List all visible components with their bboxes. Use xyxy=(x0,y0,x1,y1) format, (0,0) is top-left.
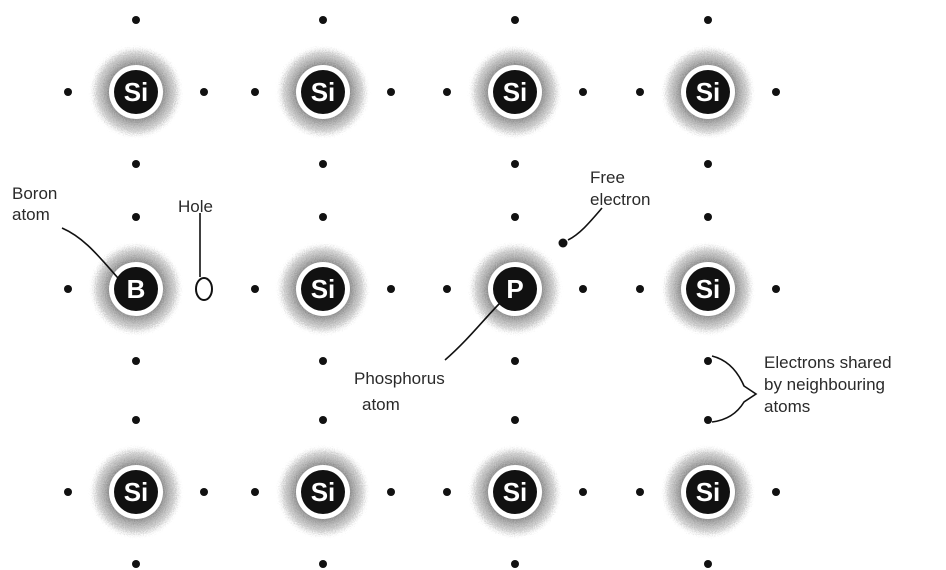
hole-marker xyxy=(195,277,213,301)
electron-r2c3-bottom xyxy=(704,560,712,568)
valence-electrons xyxy=(64,16,780,568)
silicon-atom-r2c1-core xyxy=(301,470,345,514)
boron-atom-label: Boron atom xyxy=(12,184,62,224)
free-electron-label: Free electron xyxy=(590,168,650,209)
boron-atom-r1c0-core xyxy=(114,267,158,311)
electron-r0c1-left xyxy=(251,88,259,96)
electron-r0c3-bottom xyxy=(704,160,712,168)
electron-r1c0-top xyxy=(132,213,140,221)
phosphorus-atom-label: Phosphorus atom xyxy=(354,369,449,414)
electron-r1c1-bottom xyxy=(319,357,327,365)
electron-r2c2-right xyxy=(579,488,587,496)
electron-r1c3-right xyxy=(772,285,780,293)
electron-r1c2-left xyxy=(443,285,451,293)
electron-r1c1-left xyxy=(251,285,259,293)
silicon-atom-r0c3-symbol: Si xyxy=(696,77,721,107)
electron-r0c2-bottom xyxy=(511,160,519,168)
electron-r1c3-left xyxy=(636,285,644,293)
electron-r0c3-left xyxy=(636,88,644,96)
electron-r2c0-bottom xyxy=(132,560,140,568)
electron-r2c3-top xyxy=(704,416,712,424)
electron-r2c2-top xyxy=(511,416,519,424)
electron-r2c0-left xyxy=(64,488,72,496)
phosphorus-pointer-line xyxy=(444,302,501,361)
silicon-atom-r2c2-core xyxy=(493,470,537,514)
electron-r2c2-bottom xyxy=(511,560,519,568)
electron-r1c2-top xyxy=(511,213,519,221)
electron-r1c3-bottom xyxy=(704,357,712,365)
electron-r2c0-top xyxy=(132,416,140,424)
hole-label: Hole xyxy=(178,197,213,216)
electron-r1c2-right xyxy=(579,285,587,293)
silicon-atom-r1c3-core xyxy=(686,267,730,311)
silicon-atom-r2c0-symbol: Si xyxy=(124,477,149,507)
boron-atom-r1c0-symbol: B xyxy=(127,274,146,304)
electron-r0c0-right xyxy=(200,88,208,96)
electron-r1c0-left xyxy=(64,285,72,293)
silicon-atom-r0c0-core xyxy=(114,70,158,114)
electron-r2c1-top xyxy=(319,416,327,424)
silicon-atom-r0c3-core xyxy=(686,70,730,114)
electron-r0c2-right xyxy=(579,88,587,96)
silicon-atom-r0c0-symbol: Si xyxy=(124,77,149,107)
electron-r2c1-left xyxy=(251,488,259,496)
silicon-atom-r2c1-symbol: Si xyxy=(311,477,336,507)
silicon-atom-r1c1-symbol: Si xyxy=(311,274,336,304)
silicon-atom-r2c2-symbol: Si xyxy=(503,477,528,507)
atom-halos xyxy=(90,46,754,538)
electron-r1c2-bottom xyxy=(511,357,519,365)
electron-r1c3-top xyxy=(704,213,712,221)
electron-r1c1-top xyxy=(319,213,327,221)
electron-r0c1-right xyxy=(387,88,395,96)
silicon-atom-r0c2-symbol: Si xyxy=(503,77,528,107)
electrons-shared-label: Electrons shared by neighbouring atoms xyxy=(764,353,896,416)
silicon-atom-r2c0-core xyxy=(114,470,158,514)
electron-r0c3-right xyxy=(772,88,780,96)
phosphorus-atom-r1c2-core xyxy=(493,267,537,311)
boron-pointer-line xyxy=(61,227,119,279)
electron-r2c1-right xyxy=(387,488,395,496)
pointer-lines xyxy=(61,207,758,423)
electron-r1c0-bottom xyxy=(132,357,140,365)
silicon-atom-r0c2-core xyxy=(493,70,537,114)
shared-electrons-brace xyxy=(711,355,758,423)
electron-r0c2-left xyxy=(443,88,451,96)
silicon-atom-r0c1-symbol: Si xyxy=(311,77,336,107)
electron-r0c0-top xyxy=(132,16,140,24)
electron-r0c0-bottom xyxy=(132,160,140,168)
silicon-atom-r0c1-core xyxy=(301,70,345,114)
electron-r2c3-right xyxy=(772,488,780,496)
electron-r1c1-right xyxy=(387,285,395,293)
silicon-atom-r2c3-core xyxy=(686,470,730,514)
electron-r2c2-left xyxy=(443,488,451,496)
electron-r0c3-top xyxy=(704,16,712,24)
electron-r0c1-bottom xyxy=(319,160,327,168)
electron-r2c0-right xyxy=(200,488,208,496)
silicon-atom-r2c3-symbol: Si xyxy=(696,477,721,507)
electron-r0c1-top xyxy=(319,16,327,24)
electron-r2c1-bottom xyxy=(319,560,327,568)
phosphorus-atom-r1c2-symbol: P xyxy=(506,274,523,304)
silicon-atom-r1c1-core xyxy=(301,267,345,311)
free-electron-pointer-line xyxy=(567,207,603,241)
electron-r0c2-top xyxy=(511,16,519,24)
electron-r2c3-left xyxy=(636,488,644,496)
silicon-atom-r1c3-symbol: Si xyxy=(696,274,721,304)
free-electron-dot xyxy=(558,238,568,248)
electron-r0c0-left xyxy=(64,88,72,96)
